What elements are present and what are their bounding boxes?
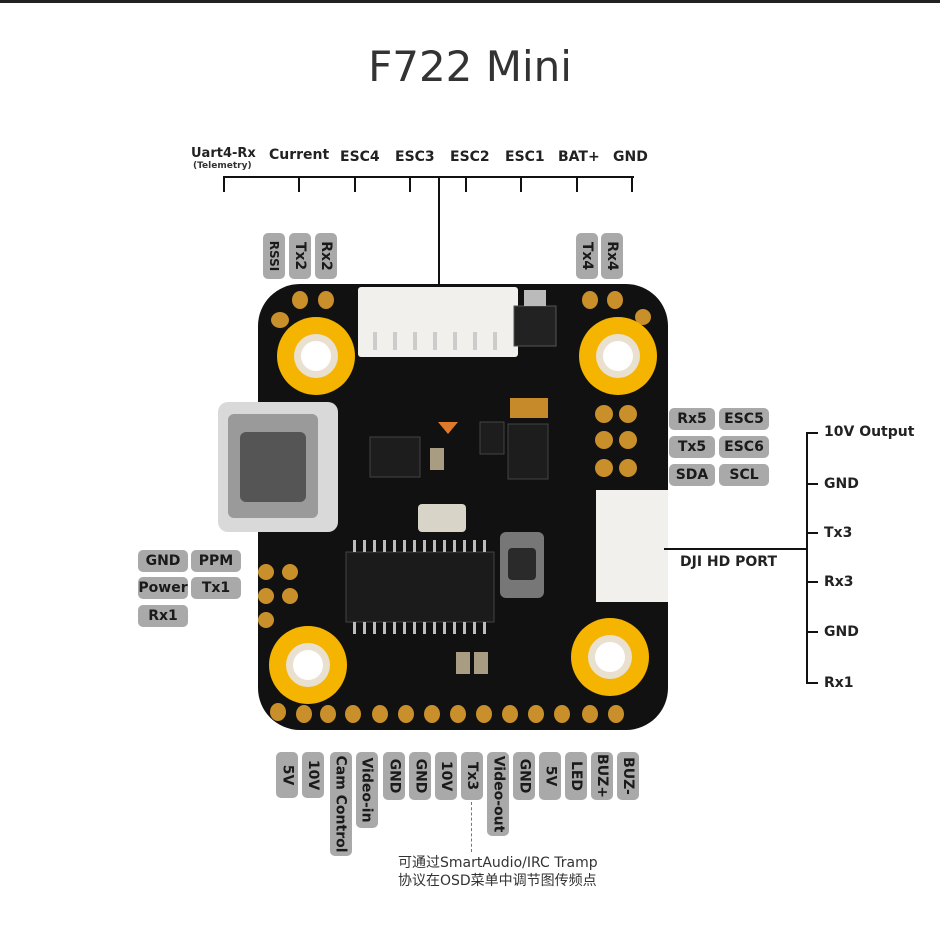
label-gnd-top: GND bbox=[613, 149, 648, 165]
pill-led: LED bbox=[565, 752, 587, 800]
dji-tick-1 bbox=[806, 432, 818, 434]
pill-esc6: ESC6 bbox=[719, 436, 769, 458]
pill-rssi: RSSI bbox=[263, 233, 285, 279]
top-pads bbox=[271, 291, 651, 328]
pill-scl: SCL bbox=[719, 464, 769, 486]
pill-bottom-10v-2: 10V bbox=[435, 752, 457, 800]
tick-bat bbox=[576, 176, 578, 192]
dji-tick-2 bbox=[806, 483, 818, 485]
mcu-chip bbox=[345, 551, 495, 623]
tick-gnd bbox=[631, 176, 633, 192]
pill-rx2: Rx2 bbox=[315, 233, 337, 279]
tick-esc1 bbox=[520, 176, 522, 192]
bottom-pads bbox=[270, 703, 624, 723]
connector-leader-line bbox=[438, 176, 440, 286]
label-dji-gnd-1: GND bbox=[824, 476, 859, 492]
label-dji-tx3: Tx3 bbox=[824, 525, 853, 541]
flight-controller-board bbox=[218, 284, 668, 730]
pill-cam-control: Cam Control bbox=[330, 752, 352, 856]
pill-gnd-left: GND bbox=[138, 550, 188, 572]
dji-tick-5 bbox=[806, 631, 818, 633]
pill-bottom-gnd-3: GND bbox=[513, 752, 535, 800]
pill-rx5: Rx5 bbox=[669, 408, 715, 430]
note-leader-line bbox=[471, 802, 472, 852]
label-dji-hd-port: DJI HD PORT bbox=[680, 554, 777, 570]
dji-tick-4 bbox=[806, 581, 818, 583]
pill-bottom-gnd-1: GND bbox=[383, 752, 405, 800]
note-line-1: 可通过SmartAudio/IRC Tramp bbox=[398, 855, 598, 871]
pill-video-in: Video-in bbox=[356, 752, 378, 828]
pill-tx1: Tx1 bbox=[191, 577, 241, 599]
note-line-2: 协议在OSD菜单中调节图传频点 bbox=[398, 873, 597, 889]
label-uart4-rx: Uart4-Rx bbox=[191, 146, 256, 161]
pill-bottom-gnd-2: GND bbox=[409, 752, 431, 800]
label-bat-plus: BAT+ bbox=[558, 149, 600, 165]
tick-esc3 bbox=[409, 176, 411, 192]
mounting-holes bbox=[269, 317, 657, 704]
label-dji-gnd-2: GND bbox=[824, 624, 859, 640]
tick-esc2 bbox=[465, 176, 467, 192]
pill-tx4: Tx4 bbox=[576, 233, 598, 279]
dji-connector bbox=[596, 490, 668, 602]
crystal bbox=[418, 504, 466, 532]
label-esc1: ESC1 bbox=[505, 149, 545, 165]
dji-tick-3 bbox=[806, 532, 818, 534]
pill-esc5: ESC5 bbox=[719, 408, 769, 430]
tick-uart4 bbox=[223, 176, 225, 192]
tick-current bbox=[298, 176, 300, 192]
pill-bottom-5v: 5V bbox=[276, 752, 298, 798]
pill-rx4: Rx4 bbox=[601, 233, 623, 279]
label-telemetry: (Telemetry) bbox=[193, 161, 252, 171]
esc-connector bbox=[358, 287, 518, 357]
pill-power: Power bbox=[138, 577, 188, 599]
top-border bbox=[0, 0, 940, 3]
tick-esc4 bbox=[354, 176, 356, 192]
label-esc2: ESC2 bbox=[450, 149, 490, 165]
top-bracket-line bbox=[223, 176, 634, 178]
pill-tx5: Tx5 bbox=[669, 436, 715, 458]
dji-bracket-line bbox=[806, 432, 808, 684]
pill-tx2: Tx2 bbox=[289, 233, 311, 279]
label-dji-10v-output: 10V Output bbox=[824, 424, 915, 440]
dji-leader-line bbox=[664, 548, 808, 550]
right-pads bbox=[595, 405, 637, 477]
pill-sda: SDA bbox=[669, 464, 715, 486]
pill-bottom-5v-2: 5V bbox=[539, 752, 561, 800]
pill-bottom-tx3: Tx3 bbox=[461, 752, 483, 800]
pill-bottom-10v: 10V bbox=[302, 752, 324, 798]
label-esc4: ESC4 bbox=[340, 149, 380, 165]
pill-rx1: Rx1 bbox=[138, 605, 188, 627]
page-title: F722 Mini bbox=[368, 42, 572, 91]
dji-tick-6 bbox=[806, 682, 818, 684]
pill-video-out: Video-out bbox=[487, 752, 509, 836]
label-dji-rx1: Rx1 bbox=[824, 675, 854, 691]
pill-buz-plus: BUZ+ bbox=[591, 752, 613, 800]
label-current: Current bbox=[269, 147, 330, 163]
label-esc3: ESC3 bbox=[395, 149, 435, 165]
pill-ppm: PPM bbox=[191, 550, 241, 572]
left-pads bbox=[258, 564, 298, 628]
pill-buz-minus: BUZ- bbox=[617, 752, 639, 800]
label-dji-rx3: Rx3 bbox=[824, 574, 854, 590]
